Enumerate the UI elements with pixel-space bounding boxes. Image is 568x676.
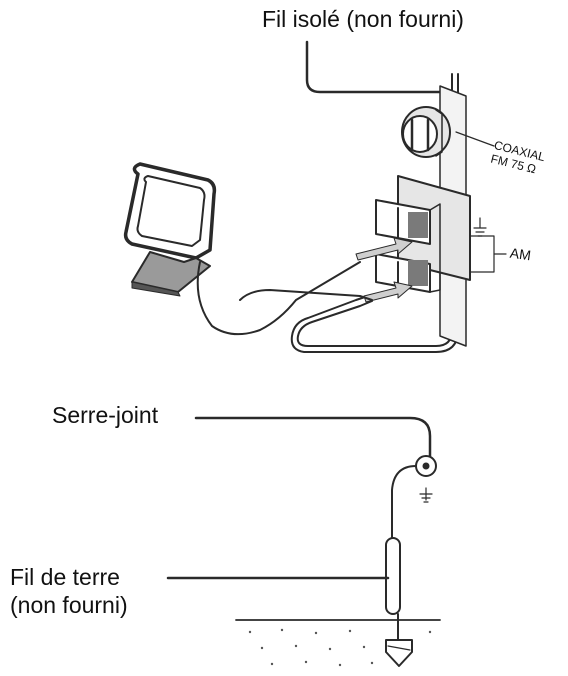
ground-icon <box>419 487 433 503</box>
ground-rod <box>385 537 401 615</box>
ground-wire-upper <box>391 465 417 541</box>
clamp-icon <box>415 455 437 477</box>
insulated-wire-leader <box>305 40 454 94</box>
am-bracket <box>469 235 495 273</box>
label-ground-wire: Fil de terre (non fourni) <box>10 563 128 619</box>
antenna-lead-2 <box>239 289 373 301</box>
label-ground-wire-line2: (non fourni) <box>10 592 128 618</box>
label-clamp: Serre-joint <box>52 402 159 428</box>
insulated-wire-outline <box>290 73 459 353</box>
label-ground-wire-line1: Fil de terre <box>10 564 120 590</box>
am-terminal-block <box>375 175 471 293</box>
ground-stake-icon <box>385 639 413 667</box>
clamp-leader <box>194 416 432 458</box>
am-loop-antenna <box>123 162 217 297</box>
ground-icon <box>473 217 487 237</box>
soil-dots <box>248 628 432 667</box>
antenna-lead-1 <box>196 261 361 336</box>
insulated-wire <box>296 73 453 347</box>
coaxial-connector <box>401 106 451 158</box>
label-insulated-wire: Fil isolé (non fourni) <box>262 6 464 32</box>
arrow-right-icon <box>355 237 413 303</box>
